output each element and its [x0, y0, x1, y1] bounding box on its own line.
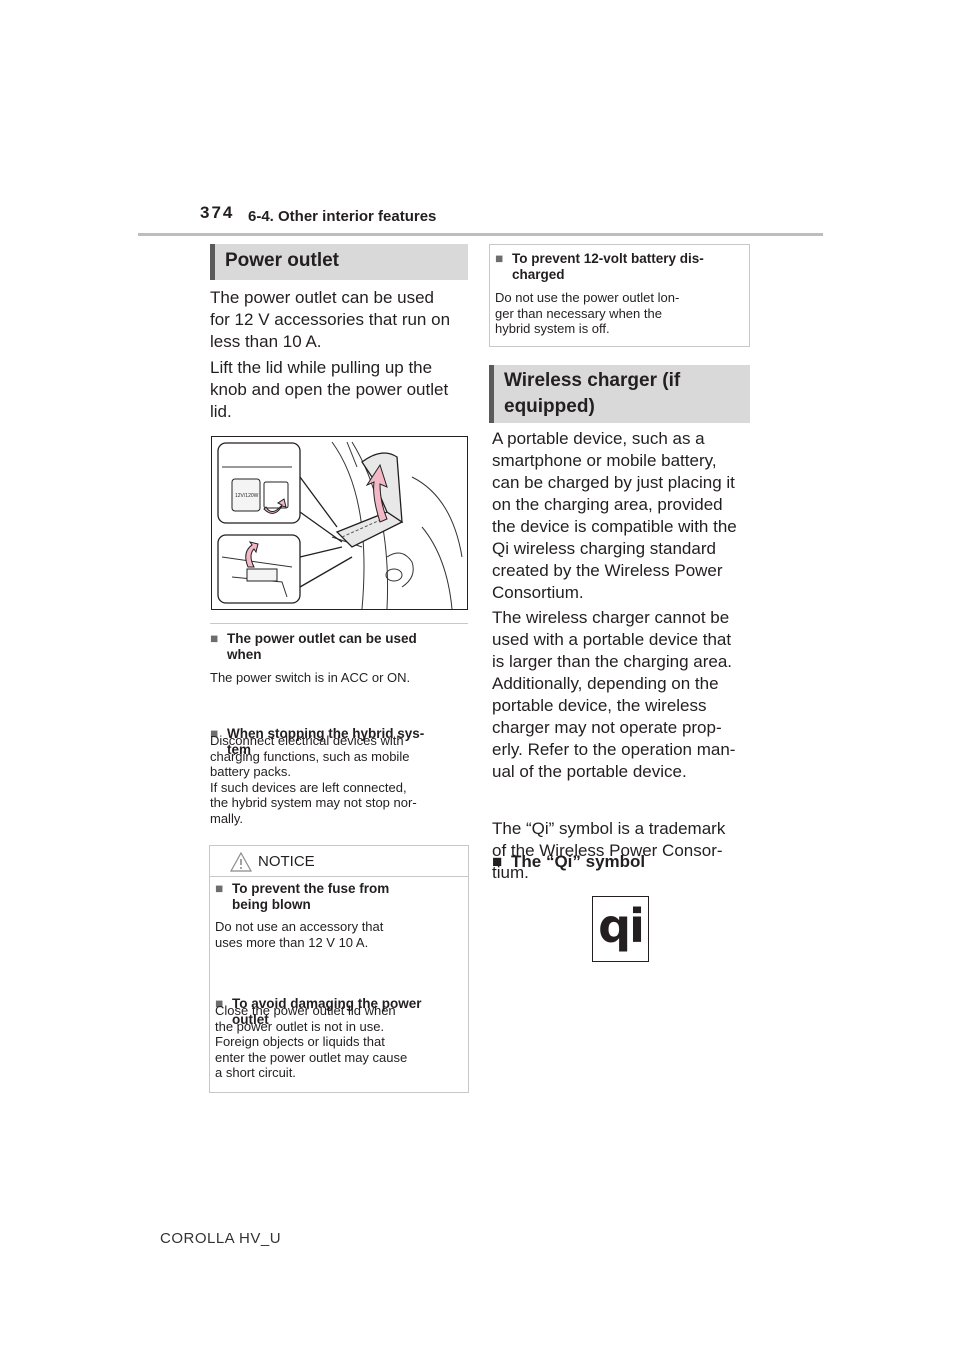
notice-outlet-body: Close the power outlet lid when the powe…: [215, 1003, 465, 1081]
battery-warning-box: ■ To prevent 12-volt battery dis- charge…: [489, 244, 750, 347]
para-line: created by the Wireless Power: [492, 561, 723, 580]
para-line: smartphone or mobile battery,: [492, 451, 717, 470]
notice-body-line: Do not use an accessory that: [215, 919, 384, 934]
square-bullet-icon: ■: [215, 881, 224, 896]
notice-box: NOTICE ■ To prevent the fuse from being …: [209, 845, 469, 1093]
para-line: on the charging area, provided: [492, 495, 723, 514]
para-line: ual of the portable device.: [492, 762, 687, 781]
battery-title-line: charged: [512, 266, 565, 282]
notice-title-line: To avoid damaging the power: [232, 996, 422, 1011]
qi-heading-text: The “Qi” symbol: [511, 852, 646, 871]
note-title-line: The power outlet can be used: [227, 631, 417, 646]
notice-fuse-heading: ■ To prevent the fuse from being blown: [215, 881, 482, 912]
notice-body-line: uses more than 12 V 10 A.: [215, 934, 369, 950]
battery-warning-body: Do not use the power outlet lon- ger tha…: [495, 290, 745, 337]
square-bullet-icon: ■: [495, 251, 504, 266]
wireless-paragraph-1: A portable device, such as a smartphone …: [492, 428, 754, 604]
para-line: The wireless charger cannot be: [492, 608, 730, 627]
battery-title-line: To prevent 12-volt battery dis-: [512, 251, 704, 266]
notice-body-line: Close the power outlet lid when: [215, 1003, 396, 1018]
notice-body-line: a short circuit.: [215, 1065, 296, 1080]
wireless-paragraph-2: The wireless charger cannot be used with…: [492, 607, 754, 783]
qi-symbol-heading: ■ The “Qi” symbol: [492, 851, 773, 873]
notice-body-line: Foreign objects or liquids that: [215, 1034, 385, 1049]
intro-line: for 12 V accessories that run on: [210, 310, 451, 329]
instruction-line: lid.: [210, 402, 232, 421]
note-power-outlet-usable: ■ The power outlet can be used when: [210, 631, 489, 662]
notice-title-line: outlet: [232, 1011, 269, 1027]
note-title-line: tem: [227, 741, 252, 757]
power-outlet-illustration: 12V/120W: [211, 436, 468, 610]
notice-title-line: To prevent the fuse from: [232, 881, 390, 896]
note-divider: [210, 623, 468, 624]
page-number: 374: [200, 203, 235, 222]
para-line: is larger than the charging area.: [492, 652, 733, 671]
note-body-line: the hybrid system may not stop nor-: [210, 795, 417, 810]
para-line: used with a portable device that: [492, 630, 732, 649]
section-title: 6-4. Other interior features: [248, 208, 437, 225]
para-line: Consortium.: [492, 583, 584, 602]
battery-warning-heading: ■ To prevent 12-volt battery dis- charge…: [495, 251, 762, 282]
footer-model: COROLLA HV_U: [160, 1230, 282, 1247]
intro-paragraph: The power outlet can be used for 12 V ac…: [210, 287, 472, 353]
notice-title-line: being blown: [232, 896, 311, 912]
notice-outlet-heading: ■ To avoid damaging the power outlet: [215, 996, 482, 1027]
qi-logo-text: qi: [598, 899, 645, 953]
square-bullet-icon: ■: [492, 852, 503, 871]
wireless-heading-line: equipped): [504, 396, 595, 417]
power-outlet-heading: Power outlet: [210, 244, 468, 280]
qi-para-line: The “Qi” symbol is a trademark: [492, 819, 726, 838]
note-stopping-hybrid-body: Disconnect electrical devices with charg…: [210, 733, 472, 826]
wireless-charger-heading: Wireless charger (if equipped): [489, 365, 750, 423]
para-line: A portable device, such as a: [492, 429, 705, 448]
para-line: erly. Refer to the operation man-: [492, 740, 736, 759]
note-stopping-hybrid: ■ When stopping the hybrid sys- tem: [210, 726, 489, 757]
battery-body-line: hybrid system is off.: [495, 321, 610, 336]
qi-para-line: tium.: [492, 863, 529, 882]
instruction-line: knob and open the power outlet: [210, 380, 449, 399]
para-line: Additionally, depending on the: [492, 674, 719, 693]
notice-fuse-body: Do not use an accessory that uses more t…: [215, 919, 465, 950]
notice-body-line: the power outlet is not in use.: [215, 1018, 385, 1034]
notice-body-line: enter the power outlet may cause: [215, 1049, 408, 1065]
header-rule: [138, 233, 823, 236]
console-illustration: 12V/120W: [217, 441, 463, 610]
power-outlet-heading-text: Power outlet: [225, 250, 340, 271]
note-body-line: charging functions, such as mobile: [210, 748, 410, 764]
para-line: charger may not operate prop-: [492, 718, 722, 737]
note-body-line: mally.: [210, 810, 243, 826]
para-line: can be charged by just placing it: [492, 473, 735, 492]
square-bullet-icon: ■: [215, 996, 224, 1011]
note-title-line: When stopping the hybrid sys-: [227, 726, 425, 741]
outlet-rating-label: 12V/120W: [235, 493, 259, 499]
instruction-paragraph: Lift the lid while pulling up the knob a…: [210, 357, 472, 423]
battery-body-line: ger than necessary when the: [495, 305, 662, 321]
note-power-outlet-usable-body: The power switch is in ACC or ON.: [210, 670, 411, 685]
para-line: the device is compatible with the: [492, 517, 737, 536]
instruction-line: Lift the lid while pulling up the: [210, 358, 433, 377]
qi-paragraph: The “Qi” symbol is a trademark of the Wi…: [492, 818, 754, 884]
wireless-heading-line: Wireless charger (if: [504, 370, 681, 391]
square-bullet-icon: ■: [210, 631, 219, 646]
qi-logo: qi: [592, 896, 649, 962]
battery-body-line: Do not use the power outlet lon-: [495, 290, 680, 305]
para-line: Qi wireless charging standard: [492, 539, 716, 558]
note-title-line: when: [227, 646, 262, 662]
para-line: portable device, the wireless: [492, 696, 707, 715]
intro-line: less than 10 A.: [210, 332, 322, 351]
warning-triangle-icon: [230, 852, 252, 872]
note-body-line: battery packs.: [210, 764, 291, 779]
note-body-line: Disconnect electrical devices with: [210, 733, 404, 748]
square-bullet-icon: ■: [210, 726, 219, 741]
notice-label: NOTICE: [258, 853, 315, 870]
notice-header: NOTICE: [210, 846, 468, 877]
note-body-line: If such devices are left connected,: [210, 779, 407, 795]
intro-line: The power outlet can be used: [210, 288, 434, 307]
qi-para-line: of the Wireless Power Consor-: [492, 841, 723, 860]
